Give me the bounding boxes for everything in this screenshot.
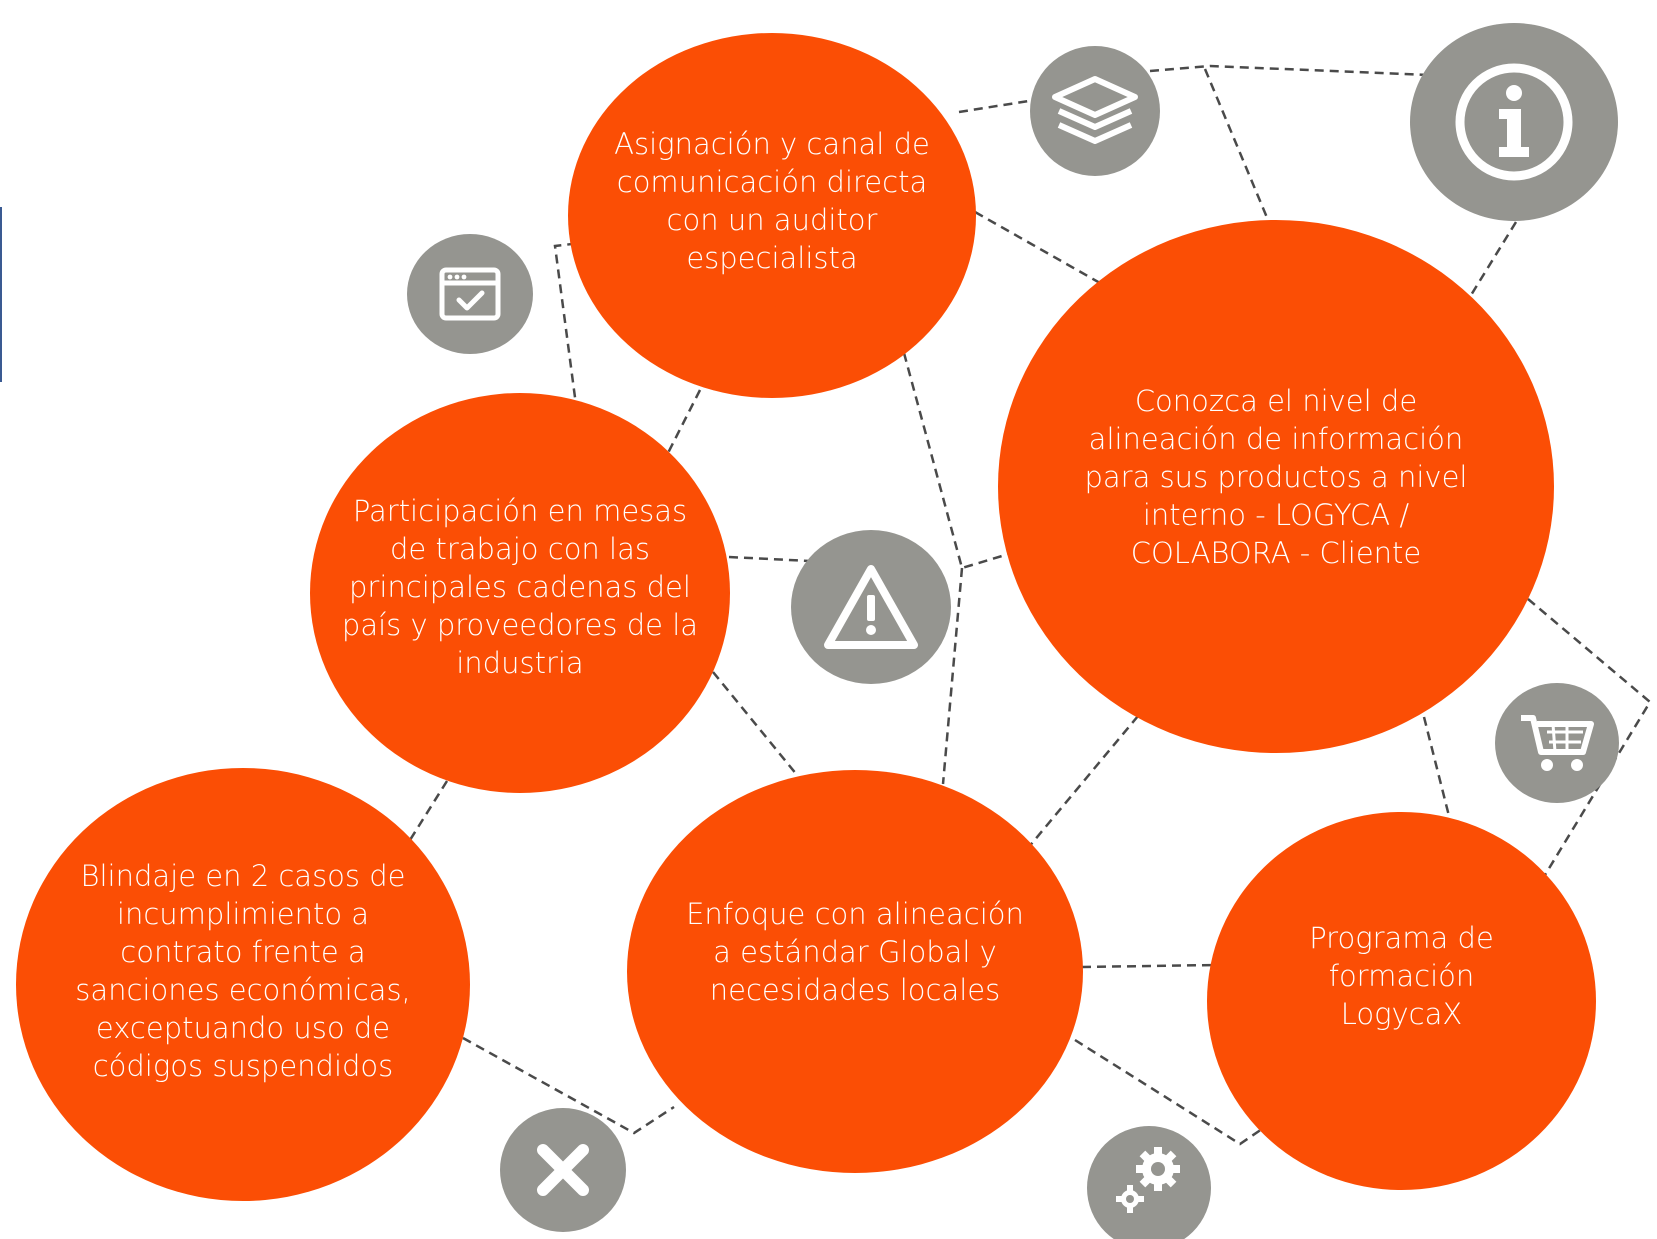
close-icon	[500, 1108, 626, 1232]
node-asignacion-text: Asignación y canal de comunicación direc…	[614, 126, 930, 275]
connector-line	[1422, 716, 1452, 821]
cart-icon	[1495, 683, 1619, 803]
info-icon	[1410, 23, 1618, 221]
browser-check-icon	[407, 234, 533, 354]
node-blindaje: Blindaje en 2 casos de incumplimiento a …	[16, 768, 470, 1201]
node-enfoque: Enfoque con alineación a estándar Global…	[627, 770, 1083, 1173]
node-programa-text: Programa de formación LogycaX	[1309, 921, 1494, 1031]
connector-line	[1527, 598, 1652, 876]
connector-line	[1027, 715, 1139, 849]
connector-line	[1466, 221, 1518, 301]
layers-icon	[1030, 46, 1160, 176]
connector-line	[941, 567, 964, 785]
node-asignacion: Asignación y canal de comunicación direc…	[568, 33, 976, 398]
connector-line	[902, 352, 1013, 570]
connector-line	[712, 671, 798, 776]
connector-line	[1149, 64, 1431, 77]
node-programa: Programa de formación LogycaX	[1207, 812, 1596, 1190]
connector-line	[666, 389, 702, 454]
node-participacion-text: Participación en mesas de trabajo con la…	[341, 494, 699, 680]
connector-line	[403, 780, 449, 849]
gears-icon	[1087, 1126, 1211, 1239]
connector-line	[462, 1036, 675, 1135]
connector-line	[1074, 1038, 1266, 1146]
connector-line	[974, 210, 1101, 285]
node-conozca: Conozca el nivel de alineación de inform…	[998, 220, 1554, 753]
warning-icon	[791, 530, 951, 684]
left-edge-bar	[0, 207, 2, 382]
node-conozca-text: Conozca el nivel de alineación de inform…	[1084, 383, 1468, 570]
connector-line	[958, 98, 1036, 114]
node-blindaje-text: Blindaje en 2 casos de incumplimiento a …	[75, 858, 411, 1083]
node-participacion: Participación en mesas de trabajo con la…	[310, 393, 730, 793]
connector-line	[1203, 68, 1270, 221]
connector-line	[1081, 963, 1217, 969]
node-enfoque-text: Enfoque con alineación a estándar Global…	[686, 896, 1024, 1007]
connector-line	[728, 555, 811, 563]
